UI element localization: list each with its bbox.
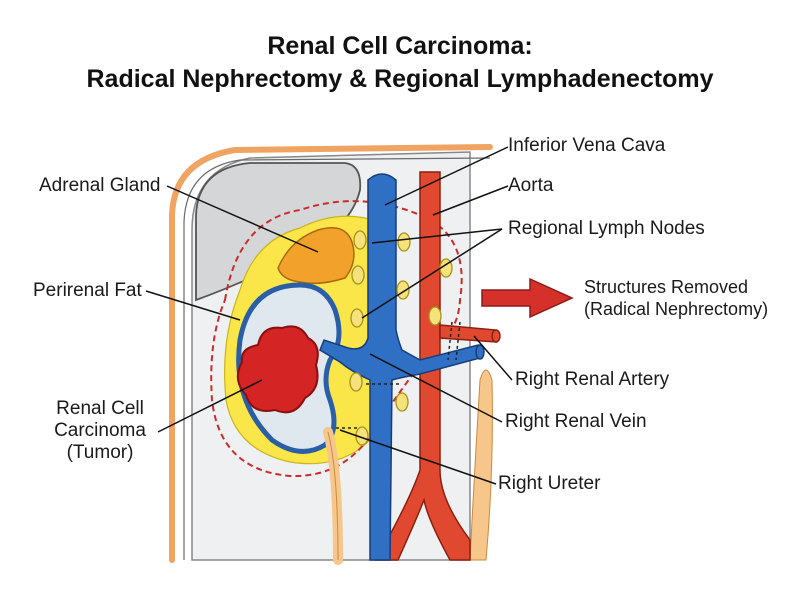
- leader-lines: [145, 146, 513, 485]
- lymph-node: [428, 306, 442, 326]
- tumor: [236, 325, 319, 414]
- label-right-ureter: Right Ureter: [498, 473, 601, 494]
- label-adrenal-gland: Adrenal Gland: [39, 175, 161, 196]
- leader-nodes-2: [361, 228, 503, 319]
- title-line-1: Renal Cell Carcinoma:: [267, 32, 533, 60]
- lymph-node: [397, 232, 411, 252]
- renal-vein-cut-end: [475, 344, 485, 360]
- leader-vein: [369, 353, 503, 423]
- adrenal-gland: [277, 227, 355, 285]
- lymph-node: [349, 372, 363, 392]
- leader-fat: [145, 290, 241, 321]
- label-inferior-vena-cava: Inferior Vena Cava: [508, 135, 666, 156]
- lymph-node: [395, 392, 409, 412]
- leader-artery: [473, 335, 513, 381]
- right-psoas: [469, 369, 493, 561]
- label-perirenal-fat: Perirenal Fat: [33, 280, 142, 301]
- lymph-nodes: [349, 230, 453, 446]
- label-tumor-line-2: Carcinoma: [54, 420, 146, 441]
- label-right-renal-artery: Right Renal Artery: [515, 369, 670, 390]
- label-structures-removed: Structures Removed (Radical Nephrectomy): [584, 276, 768, 320]
- renal-artery-cut-end: [491, 329, 501, 343]
- label-regional-lymph-nodes: Regional Lymph Nodes: [508, 218, 705, 239]
- leader-tumor: [157, 379, 263, 433]
- ligation-mark-1: [447, 321, 453, 361]
- label-structures-removed-line-2: (Radical Nephrectomy): [584, 299, 769, 319]
- diagram-title: Renal Cell Carcinoma: Radical Nephrectom…: [0, 30, 800, 96]
- label-right-renal-vein: Right Renal Vein: [505, 411, 647, 432]
- lymph-node: [350, 308, 364, 328]
- body-wall: [169, 144, 493, 563]
- label-tumor: Renal Cell Carcinoma (Tumor): [40, 398, 160, 464]
- leader-aorta: [432, 185, 509, 216]
- body-wall-inner: [183, 157, 491, 560]
- leader-ivc: [384, 146, 509, 206]
- title-line-2: Radical Nephrectomy & Regional Lymphaden…: [86, 65, 714, 93]
- leader-ureter: [339, 429, 497, 485]
- lymph-node: [351, 265, 365, 285]
- label-structures-removed-line-1: Structures Removed: [584, 277, 749, 297]
- label-tumor-line-3: (Tumor): [66, 442, 134, 463]
- leader-nodes-1: [371, 228, 503, 244]
- lymph-node: [353, 230, 367, 250]
- ligation-mark-2: [455, 321, 461, 361]
- label-tumor-line-1: Renal Cell: [56, 398, 144, 419]
- leader-adrenal: [166, 185, 319, 253]
- label-aorta: Aorta: [508, 175, 554, 196]
- structures-removed-arrow: [481, 277, 574, 319]
- ureter-outline: [327, 431, 339, 561]
- inferior-vena-cava: [319, 173, 481, 561]
